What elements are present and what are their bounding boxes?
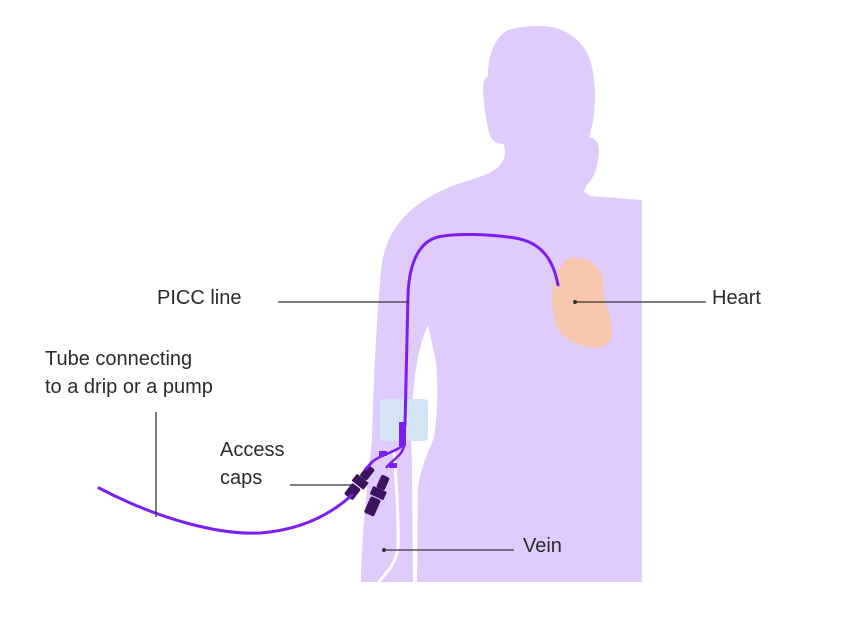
- catheter-hub: [399, 422, 406, 446]
- lumen-clamp-right: [389, 463, 397, 468]
- leader-heart-dot: [573, 300, 577, 304]
- label-vein: Vein: [523, 535, 562, 557]
- label-tube-line2: to a drip or a pump: [45, 376, 213, 398]
- label-tube-line1: Tube connecting: [45, 348, 192, 370]
- lumen-clamp-left: [379, 451, 387, 456]
- label-picc-line: PICC line: [157, 287, 241, 309]
- body-silhouette: [361, 26, 642, 582]
- access-cap-left: [344, 465, 375, 500]
- leader-vein-dot: [382, 548, 386, 552]
- extension-lumen-left: [371, 445, 403, 463]
- drip-tube: [97, 486, 354, 535]
- picc-catheter: [403, 232, 560, 427]
- label-access-line2: caps: [220, 467, 262, 489]
- label-access-line1: Access: [220, 439, 284, 461]
- extension-lumen-right: [385, 445, 406, 469]
- access-cap-right: [364, 475, 390, 517]
- cap-connector: [363, 461, 374, 471]
- label-heart: Heart: [712, 287, 761, 309]
- vein: [377, 450, 400, 584]
- heart-shape: [552, 257, 613, 348]
